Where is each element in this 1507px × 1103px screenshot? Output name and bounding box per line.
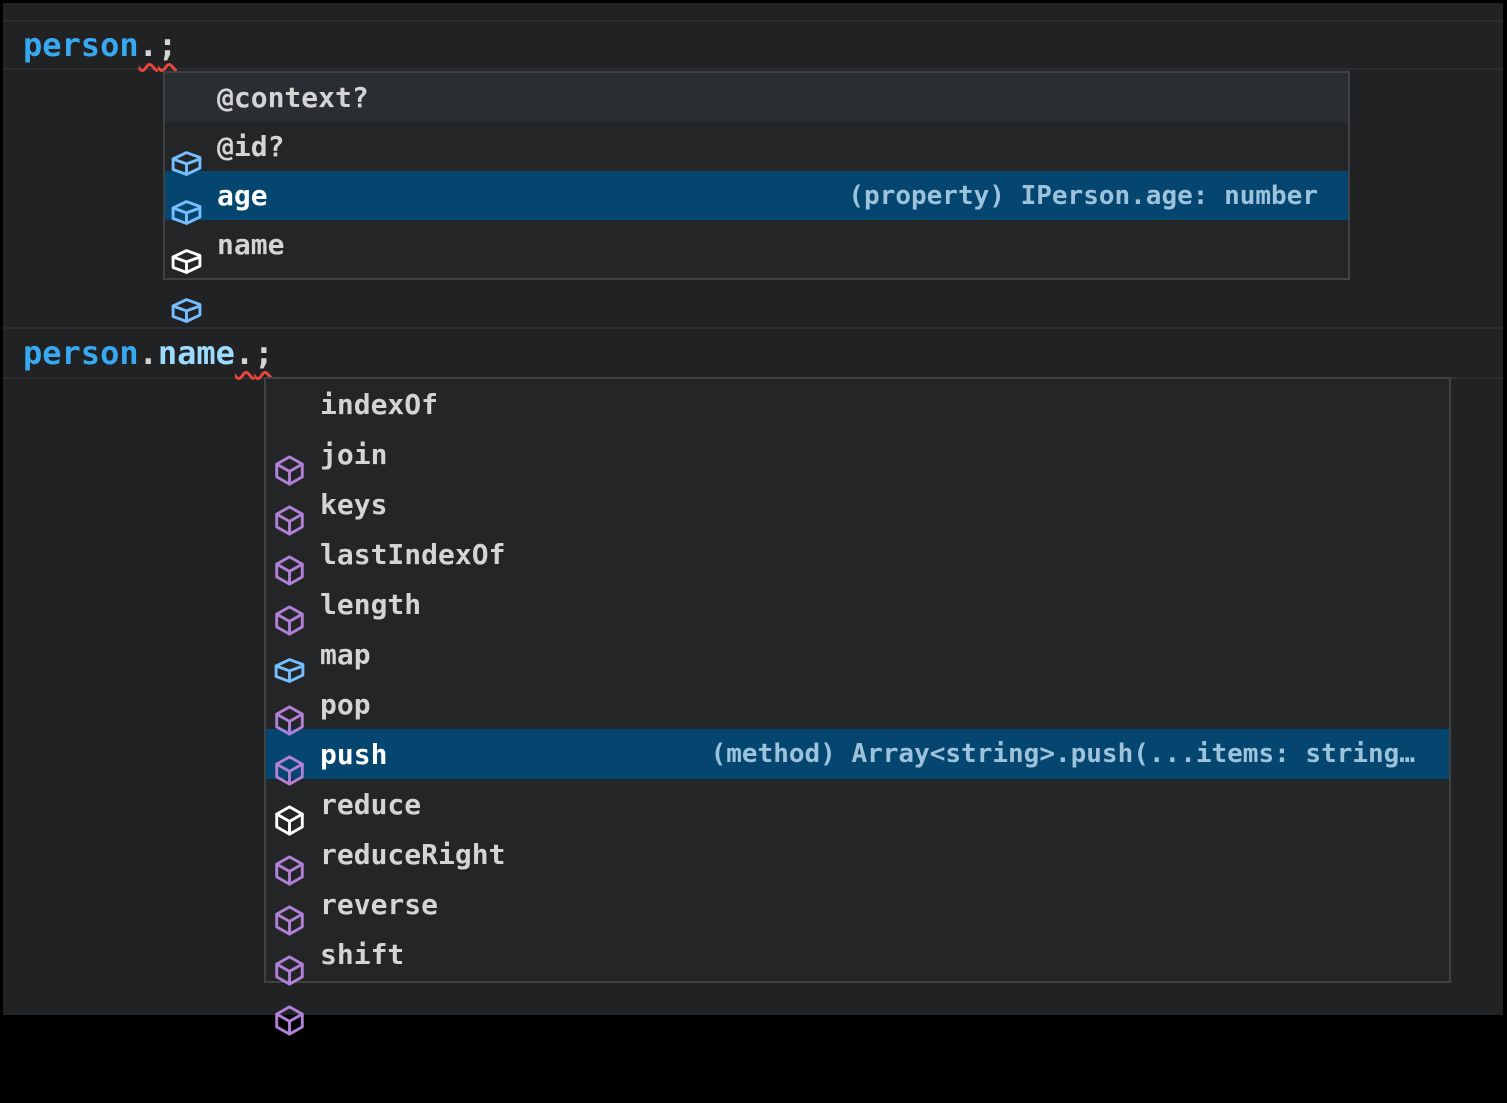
suggestion-label: age [217, 179, 268, 212]
suggestion-item[interactable]: @context? [165, 73, 1348, 176]
suggestion-label: reduceRight [320, 837, 506, 871]
symbol-method-icon [273, 438, 306, 536]
symbol-method-icon [273, 388, 306, 486]
suggestion-label: @context? [217, 81, 369, 114]
suggestion-item[interactable]: reverse [266, 879, 1449, 986]
code-token: name [157, 334, 235, 372]
suggestion-item[interactable]: join [266, 429, 1449, 536]
suggestion-label: reverse [320, 887, 439, 921]
suggestion-label: push [320, 737, 388, 771]
symbol-method-icon [273, 738, 306, 836]
code-token: person [23, 26, 139, 64]
suggestion-label: map [320, 637, 371, 671]
symbol-field-icon [170, 81, 203, 176]
code-token: ; [254, 334, 274, 372]
suggestion-label: @id? [217, 130, 285, 163]
suggest-widget-person-name: indexOf join [264, 377, 1451, 1036]
symbol-field-icon [170, 179, 203, 274]
suggestion-item[interactable]: age (property) IPerson.age: number [165, 171, 1348, 274]
suggestion-label: keys [320, 487, 388, 521]
suggestion-label: pop [320, 687, 371, 721]
suggestion-detail: (property) IPerson.age: number [848, 180, 1318, 211]
suggestion-item[interactable]: pop [266, 679, 1449, 786]
symbol-method-icon [273, 938, 306, 1036]
suggestion-item[interactable]: push (method) Array<string>.push(...item… [266, 729, 1449, 836]
suggestion-label: name [217, 228, 285, 261]
symbol-field-icon [273, 588, 306, 683]
symbol-method-icon [273, 488, 306, 586]
code-editor[interactable]: person . ; @context? [3, 3, 1503, 1036]
suggestion-label: reduce [320, 787, 422, 821]
suggestion-item[interactable]: lastIndexOf [266, 529, 1449, 636]
suggestion-item[interactable]: @id? [165, 122, 1348, 225]
suggestion-item[interactable]: shift [266, 929, 1449, 1036]
code-token: . [138, 26, 158, 64]
suggestion-item[interactable]: length [266, 579, 1449, 683]
suggestion-item[interactable]: name [165, 220, 1348, 323]
symbol-field-icon [170, 130, 203, 225]
suggestion-label: shift [320, 937, 405, 971]
suggestion-item[interactable]: map [266, 629, 1449, 736]
suggestion-detail: (method) Array<string>.push(...items: st… [710, 739, 1415, 769]
symbol-field-icon [170, 228, 203, 323]
symbol-method-icon [273, 638, 306, 736]
symbol-method-icon [273, 888, 306, 986]
suggestion-item[interactable]: keys [266, 479, 1449, 586]
suggestion-label: indexOf [320, 387, 439, 421]
suggestion-item[interactable]: reduce [266, 779, 1449, 886]
code-token: . [234, 334, 255, 372]
symbol-method-icon [273, 788, 306, 886]
symbol-method-icon [273, 688, 306, 786]
symbol-method-icon [273, 838, 306, 936]
suggestion-item[interactable]: indexOf [266, 379, 1449, 486]
suggest-widget-person: @context? @id? [163, 71, 1350, 323]
suggestion-label: lastIndexOf [320, 537, 506, 571]
code-token: ; [157, 26, 178, 64]
code-token: person [23, 334, 139, 372]
symbol-method-icon [273, 538, 306, 636]
code-token: . [138, 334, 158, 372]
suggestion-label: length [320, 587, 422, 621]
suggestion-label: join [320, 437, 388, 471]
suggestion-item[interactable]: reduceRight [266, 829, 1449, 936]
code-line-person[interactable]: person . ; [3, 20, 1503, 70]
